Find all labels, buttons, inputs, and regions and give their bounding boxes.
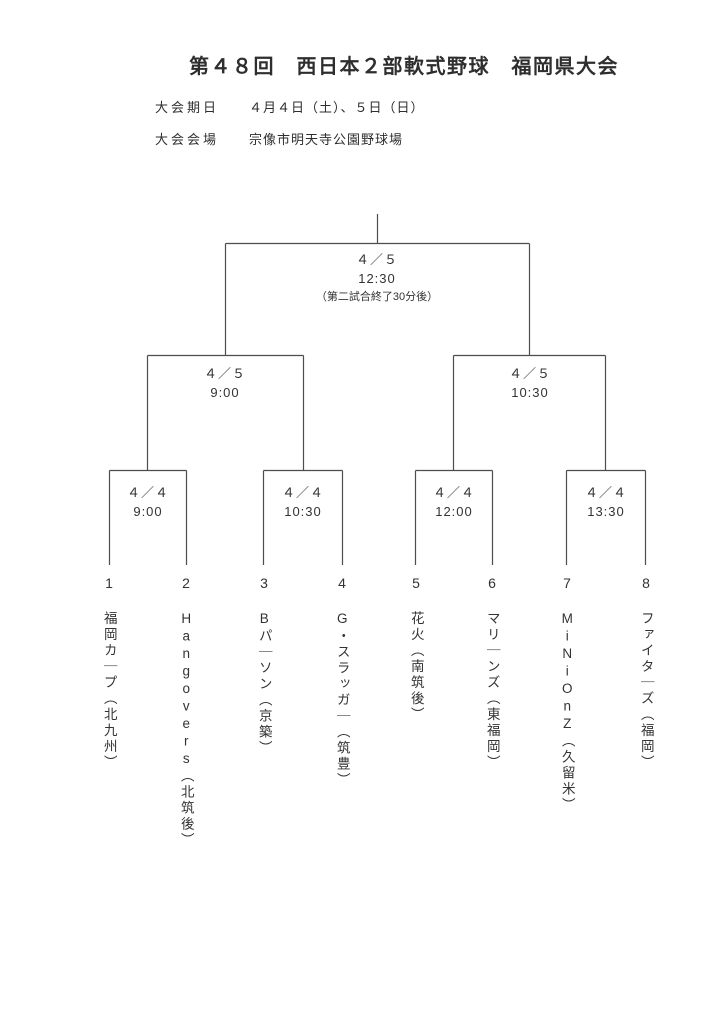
seed-1: 1 bbox=[105, 575, 113, 591]
team-name-1: 福岡カ｜プ︵北九州︶ bbox=[101, 611, 117, 771]
seed-6: 6 bbox=[488, 575, 496, 591]
team-name-6: マリ｜ンズ︵東福岡︶ bbox=[484, 611, 500, 771]
quarterfinal-2-date: ４／４ bbox=[281, 485, 325, 500]
final-note: （第二試合終了30分後） bbox=[315, 291, 439, 303]
seed-8: 8 bbox=[642, 575, 650, 591]
quarterfinal-1-date: ４／４ bbox=[126, 485, 170, 500]
quarterfinal-4-date: ４／４ bbox=[584, 485, 628, 500]
quarterfinal-3-label: ４／４ 12:00 bbox=[433, 484, 475, 521]
quarterfinal-4-time: 13:30 bbox=[587, 503, 625, 519]
tournament-date-label: 大会期日 bbox=[155, 100, 220, 115]
final-date: ４／５ bbox=[355, 252, 398, 267]
semifinal-1-time: 9:00 bbox=[210, 384, 240, 400]
final-match-label: ４／５ 12:30 （第二試合終了30分後） bbox=[316, 251, 438, 307]
semifinal-2-label: ４／５ 10:30 bbox=[509, 365, 551, 402]
seed-7: 7 bbox=[563, 575, 571, 591]
seed-5: 5 bbox=[412, 575, 420, 591]
semifinal-2-date: ４／５ bbox=[508, 366, 552, 381]
semifinal-2-time: 10:30 bbox=[511, 384, 549, 400]
tournament-date-value: ４月４日（土）、５日（日） bbox=[249, 100, 425, 115]
seed-2: 2 bbox=[182, 575, 190, 591]
team-name-4: G・スラッガ｜︵筑豊︶ bbox=[334, 611, 350, 789]
quarterfinal-2-time: 10:30 bbox=[284, 503, 322, 519]
quarterfinal-1-time: 9:00 bbox=[133, 503, 163, 519]
final-time: 12:30 bbox=[358, 270, 396, 286]
quarterfinal-3-time: 12:00 bbox=[435, 503, 473, 519]
seed-4: 4 bbox=[338, 575, 346, 591]
semifinal-1-label: ４／５ 9:00 bbox=[204, 365, 246, 402]
venue-label: 大会会場 bbox=[155, 132, 220, 147]
quarterfinal-1-label: ４／４ 9:00 bbox=[127, 484, 169, 521]
team-name-8: ファイタ｜ズ︵福岡︶ bbox=[638, 611, 654, 771]
quarterfinal-3-date: ４／４ bbox=[432, 485, 476, 500]
team-name-2: Hangovers︵北筑後︶ bbox=[178, 611, 194, 849]
venue-value: 宗像市明天寺公園野球場 bbox=[249, 132, 404, 147]
quarterfinal-2-label: ４／４ 10:30 bbox=[282, 484, 324, 521]
quarterfinal-4-label: ４／４ 13:30 bbox=[585, 484, 627, 521]
semifinal-1-date: ４／５ bbox=[203, 366, 247, 381]
team-name-5: 花火︵南筑後︶ bbox=[408, 611, 424, 723]
team-name-7: MiNiOnZ︵久留米︶ bbox=[559, 611, 575, 814]
team-name-3: Bパ｜ソン︵京築︶ bbox=[256, 611, 272, 757]
seed-3: 3 bbox=[260, 575, 268, 591]
page-title: 第４８回 西日本２部軟式野球 福岡県大会 bbox=[189, 56, 619, 78]
